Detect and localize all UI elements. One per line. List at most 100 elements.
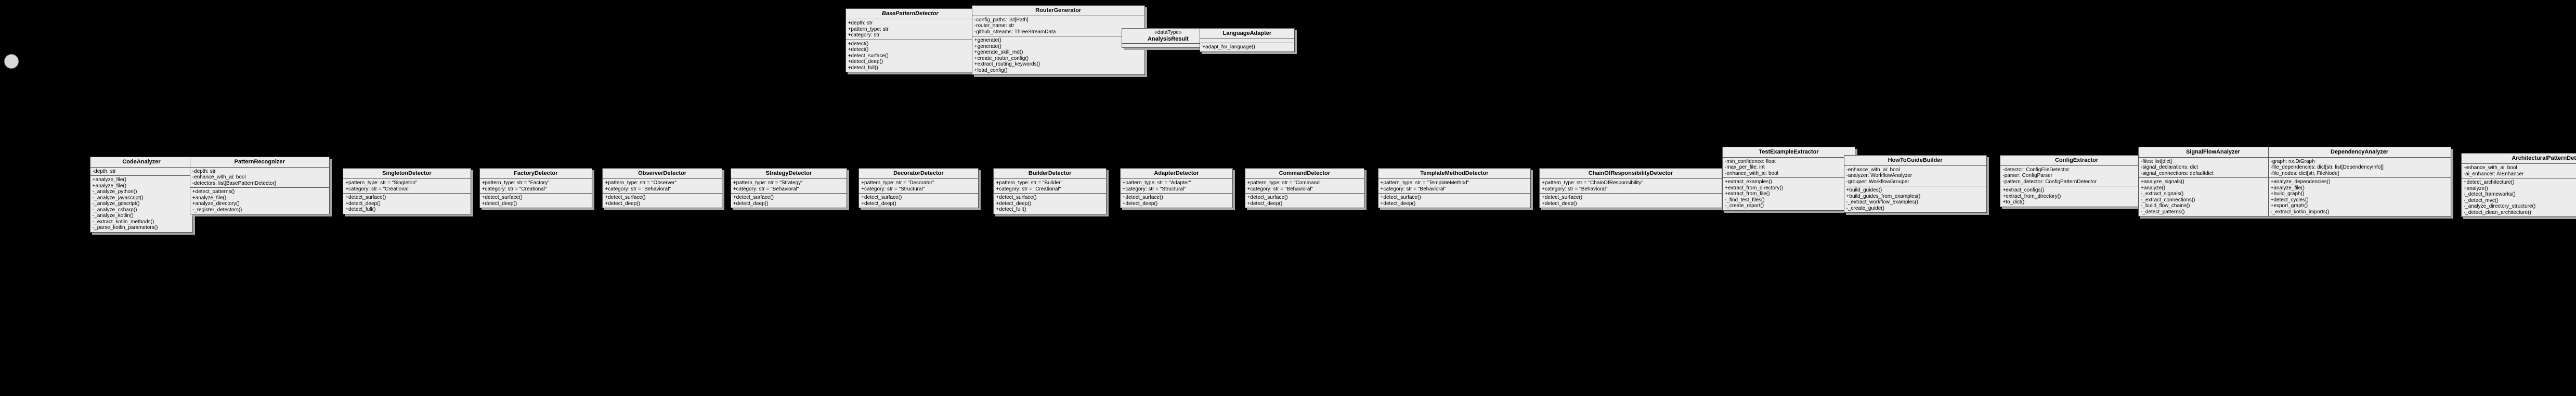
attribute-row: +category: str = "Structural"	[1122, 186, 1186, 192]
attribute-row: -detectors: list[BasePatternDetector]	[192, 180, 276, 186]
method-row: +analyze_file()	[92, 183, 127, 189]
methods-compartment: +detect_surface()+detect_deep()	[731, 193, 847, 208]
method-row: -_analyze_gdscript()	[92, 201, 140, 207]
attribute-row: -signal_connections: defaultdict	[2141, 170, 2214, 176]
edge-configextractor-to-routergenerator	[972, 63, 2077, 156]
uml-class-templatemethoddetector[interactable]: TemplateMethodDetector+pattern_type: str…	[1377, 168, 1531, 209]
attributes-compartment: -graph: nx.DiGraph-file_dependencies: di…	[2268, 157, 2451, 178]
uml-class-configextractor[interactable]: ConfigExtractor -detector: ConfigFileDete…	[2000, 155, 2153, 207]
attributes-compartment: +pattern_type: str = "Factory"+category:…	[479, 178, 592, 193]
uml-class-architecturalpatterndetector[interactable]: ArchitecturalPatternDetector-enhance_wit…	[2461, 153, 2576, 218]
attribute-row: +category: str = "Creational"	[482, 186, 547, 192]
uml-class-signalflowanalyzer[interactable]: SignalFlowAnalyzer-files: list[dict]-sig…	[2138, 146, 2288, 217]
class-name: ArchitecturalPatternDetector	[2512, 155, 2576, 162]
attribute-row: -graph: nx.DiGraph	[2270, 158, 2315, 164]
uml-class-strategydetector[interactable]: StrategyDetector+pattern_type: str = "St…	[730, 168, 847, 209]
edge-observerdetector-to-basepatterndetector	[662, 61, 975, 169]
attribute-row: +pattern_type: str = "Command"	[1247, 180, 1322, 186]
method-row: +detect_surface()	[605, 195, 646, 201]
uml-class-decoratordetector[interactable]: DecoratorDetector+pattern_type: str = "D…	[858, 168, 979, 209]
class-name: ChainOfResponsibilityDetector	[1588, 170, 1673, 177]
attributes-compartment	[1122, 43, 1214, 47]
attribute-row: +pattern_type: str = "Builder"	[996, 180, 1063, 186]
method-row: +detect_cycles()	[2270, 197, 2309, 203]
method-row: -_analyze_kotlin()	[92, 213, 134, 219]
class-name: ConfigExtractor	[2055, 157, 2099, 163]
method-row: +extract_from_directory()	[2002, 193, 2061, 199]
attributes-compartment: -depth: str	[90, 167, 193, 176]
method-row: -_register_detectors()	[192, 207, 242, 213]
method-row: +detect_surface()	[996, 195, 1037, 201]
methods-compartment: +detect_surface()+detect_deep()+detect_f…	[343, 193, 471, 214]
attribute-row: -config_paths: list[Path]	[974, 17, 1029, 23]
methods-compartment: +analyze_dependencies()+analyze_file()+b…	[2268, 177, 2451, 216]
attributes-compartment	[1200, 39, 1294, 43]
uml-class-patternrecognizer[interactable]: PatternRecognizer-depth: str-enhance_wit…	[189, 156, 330, 215]
class-name: AdapterDetector	[1154, 170, 1199, 177]
uml-class-chainofresponsibilitydetector[interactable]: ChainOfResponsibilityDetector +pattern_ty…	[1539, 168, 1722, 209]
uml-class-adapterdetector[interactable]: AdapterDetector+pattern_type: str = "Ada…	[1120, 168, 1233, 209]
attribute-row: +pattern_type: str = "Observer"	[605, 180, 677, 186]
uml-class-singletondetector[interactable]: SingletonDetector+pattern_type: str = "S…	[343, 168, 471, 214]
method-row: +detect_surface()	[1542, 195, 1583, 201]
uml-class-builderdetector[interactable]: BuilderDetector+pattern_type: str = "Bui…	[993, 168, 1107, 214]
attribute-row: -file_nodes: dict[str, FileNode]	[2270, 170, 2339, 176]
uml-class-basepatterndetector[interactable]: BasePatternDetector+depth: str+pattern_t…	[845, 8, 975, 72]
method-row: +detect()	[848, 41, 869, 47]
method-row: -_create_guide()	[1846, 205, 1884, 211]
method-row: +detect_surface()	[733, 195, 774, 201]
uml-class-dependencyanalyzer[interactable]: DependencyAnalyzer-graph: nx.DiGraph-fil…	[2268, 146, 2451, 217]
attribute-row: +category: str = "Creational"	[996, 186, 1061, 192]
method-row: +detect_deep()	[1247, 200, 1283, 207]
uml-class-codeanalyzer[interactable]: CodeAnalyzer-depth: str+analyze_file()+a…	[89, 156, 193, 233]
method-row: +detect_surface()	[482, 195, 523, 201]
method-row: +detect_deep()	[1380, 200, 1416, 207]
class-name: BasePatternDetector	[881, 10, 939, 17]
method-row: +extract_routing_keywords()	[974, 61, 1040, 68]
method-row: +detect_surface()	[1380, 195, 1421, 201]
methods-compartment: +detect_surface()+detect_deep()+detect_f…	[994, 193, 1106, 214]
attributes-compartment: +pattern_type: str = "Adapter"+category:…	[1120, 178, 1233, 193]
uml-class-commanddetector[interactable]: CommandDetector+pattern_type: str = "Com…	[1244, 168, 1364, 209]
attribute-row: +pattern_type: str = "ChainOfResponsibil…	[1542, 180, 1643, 186]
method-row: +detect_deep()	[996, 200, 1031, 207]
uml-class-testexampleextractor[interactable]: TestExampleExtractor-min_confidence: flo…	[1722, 146, 1855, 211]
method-row: +extract_from_directory()	[1725, 185, 1783, 191]
attributes-compartment: +pattern_type: str = "TemplateMethod"+ca…	[1378, 178, 1530, 193]
method-row: +detect_deep()	[733, 200, 769, 207]
attribute-row: +category: str = "Creational"	[345, 186, 411, 192]
method-row: +detect_surface()	[848, 53, 889, 59]
method-row: +detect_full()	[848, 65, 878, 71]
attributes-compartment: -detector: ConfigFileDetector-parser: Co…	[2000, 165, 2153, 186]
edge-howtoguidebuilder-to-routergenerator	[972, 63, 1916, 156]
method-row: -_parse_kotlin_parameters()	[92, 225, 158, 231]
attribute-row: -file_dependencies: dict[str, list[Depen…	[2270, 164, 2384, 171]
method-row: -_extract_kotlin_methods()	[92, 219, 154, 225]
method-row: +analyze_signals()	[2141, 179, 2184, 185]
edge-builderdetector-to-basepatterndetector	[975, 61, 1050, 169]
method-row: +extract_examples()	[1725, 179, 1772, 185]
edge-commanddetector-to-basepatterndetector	[975, 61, 1305, 169]
class-name: LanguageAdapter	[1222, 30, 1272, 37]
method-row: +detect_full()	[345, 207, 376, 213]
class-name: PatternRecognizer	[234, 158, 285, 165]
attribute-row: +category: str	[848, 32, 880, 38]
methods-compartment: +detect_architecture()+analyze()-_detect…	[2461, 178, 2576, 216]
attributes-compartment: -enhance_with_ai: bool-analyzer: Workflo…	[1844, 165, 1986, 186]
method-row: -_analyze_python()	[92, 189, 137, 195]
method-row: +detect_architecture()	[2463, 180, 2515, 186]
uml-class-howtoguidebuilder[interactable]: HowToGuideBuilder-enhance_with_ai: bool-…	[1843, 155, 1987, 213]
uml-class-observerdetector[interactable]: ObserverDetector+pattern_type: str = "Ob…	[602, 168, 722, 209]
edge-singletondetector-to-basepatterndetector	[407, 61, 975, 169]
uml-class-analysisresult[interactable]: «dataType»AnalysisResult	[1121, 28, 1215, 48]
attributes-compartment: +pattern_type: str = "Strategy"+category…	[731, 178, 847, 193]
uml-class-factorydetector[interactable]: FactoryDetector+pattern_type: str = "Fac…	[479, 168, 593, 209]
attributes-compartment: +pattern_type: str = "Singleton"+categor…	[343, 178, 471, 193]
attribute-row: +pattern_type: str = "Strategy"	[733, 180, 803, 186]
uml-class-languageadapter[interactable]: LanguageAdapter+adapt_for_language()	[1200, 28, 1295, 52]
uml-class-routergenerator[interactable]: RouterGenerator-config_paths: list[Path]…	[971, 5, 1145, 75]
class-name: TestExampleExtractor	[1759, 148, 1819, 155]
method-row: +analyze_directory()	[192, 201, 240, 207]
class-name-text: AnalysisResult	[1147, 36, 1189, 43]
